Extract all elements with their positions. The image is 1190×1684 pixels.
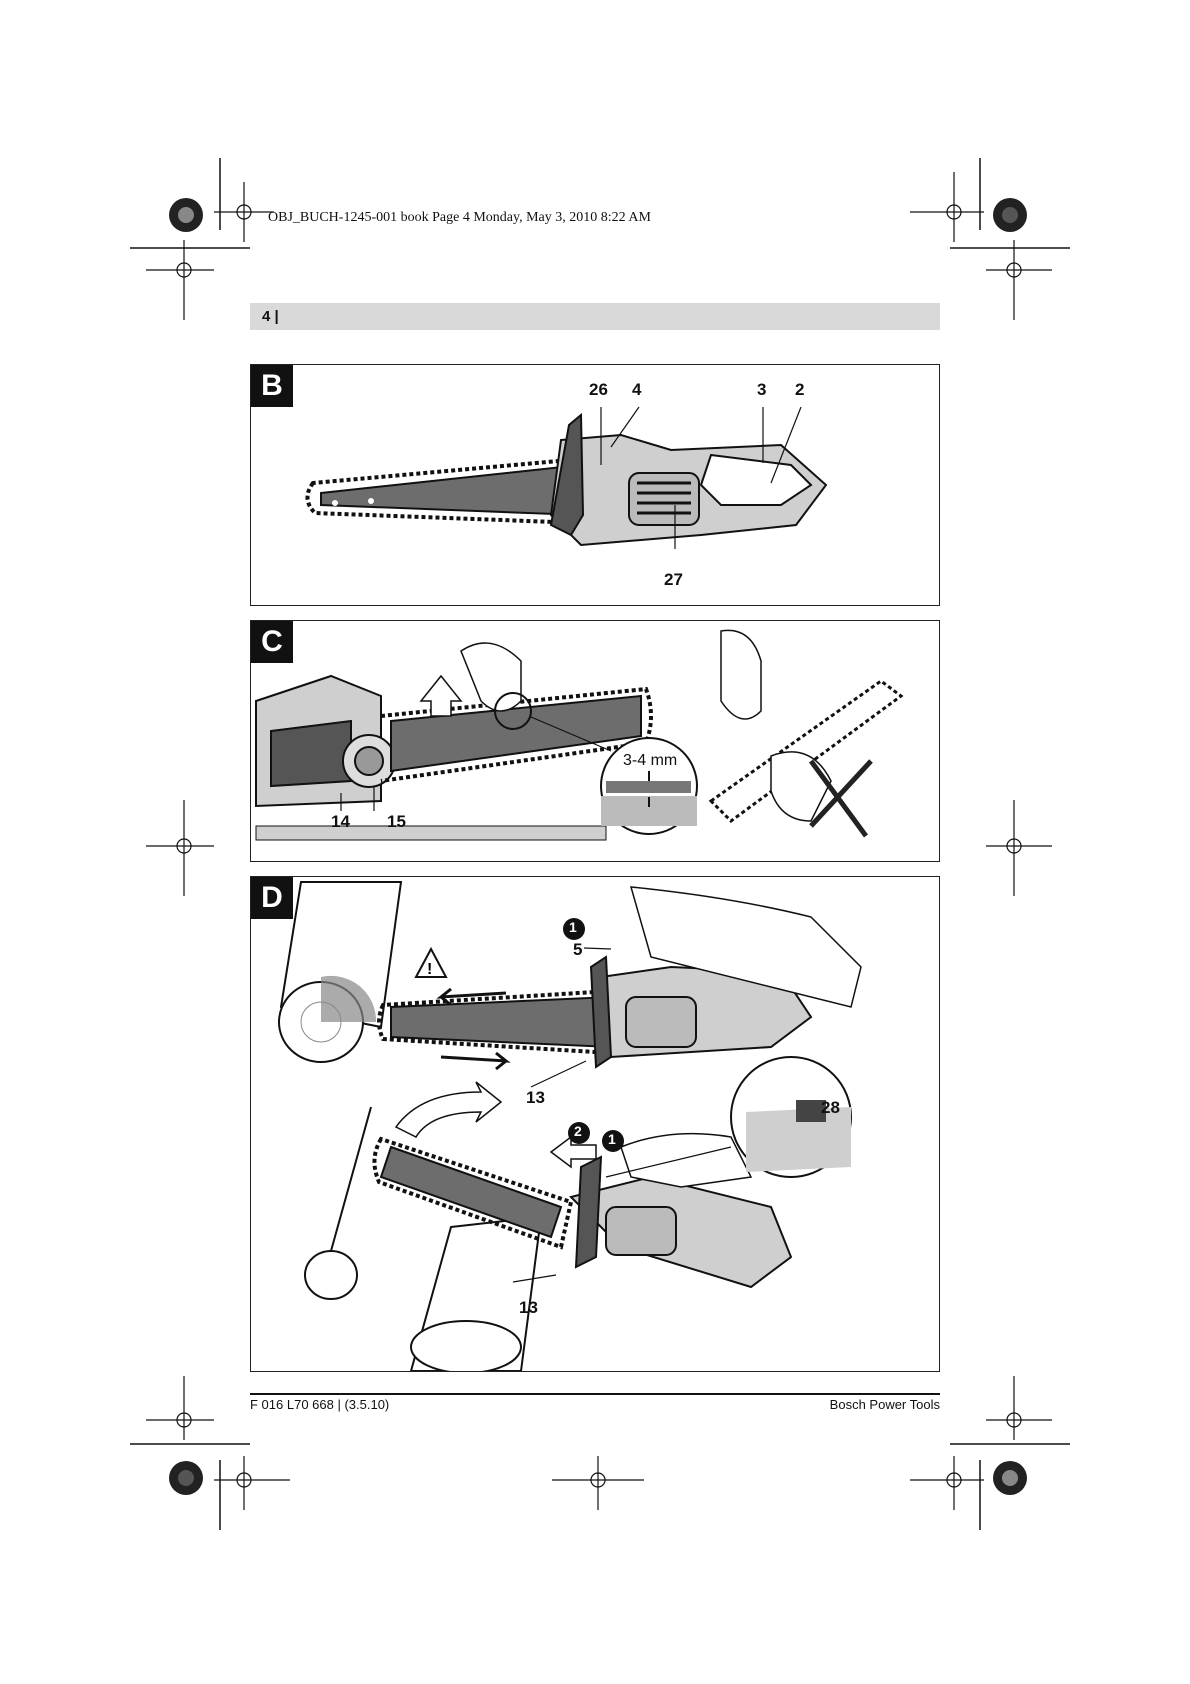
chain-sag-measure: 3-4 mm (623, 752, 678, 769)
chain-tension-illustration (255, 629, 904, 841)
callout-5: 5 (573, 940, 583, 959)
callout-26: 26 (589, 380, 608, 399)
figure-b-panel: B 26 4 3 2 27 (250, 364, 940, 606)
figure-c-label: C (251, 621, 293, 663)
callout-14: 14 (331, 812, 350, 831)
callout-4: 4 (632, 380, 642, 399)
figure-b-label: B (251, 365, 293, 407)
footer-rule (250, 1393, 940, 1395)
document-number: F 016 L70 668 | (3.5.10) (250, 1397, 390, 1412)
page-number: 4 | (262, 308, 279, 325)
callout-13-upper: 13 (526, 1088, 545, 1107)
callout-2: 2 (795, 380, 805, 399)
callout-15: 15 (387, 812, 406, 831)
figure-c-panel: C 14 15 3-4 mm (250, 620, 940, 862)
figure-d-label: D (251, 877, 293, 919)
chainsaw-side-view-illustration (305, 406, 828, 549)
callout-13-lower: 13 (519, 1298, 538, 1317)
callout-28: 28 (821, 1098, 840, 1117)
step-marker-1-lower: 1 (608, 1131, 616, 1147)
step-marker-1-upper: 1 (569, 919, 577, 935)
callout-27: 27 (664, 570, 683, 589)
kickback-illustration: ! (278, 881, 862, 1371)
step-marker-2: 2 (574, 1123, 582, 1139)
print-slug: OBJ_BUCH-1245-001 book Page 4 Monday, Ma… (268, 210, 651, 225)
brand-footer: Bosch Power Tools (829, 1397, 940, 1412)
svg-text:!: ! (427, 961, 432, 978)
callout-3: 3 (757, 380, 767, 399)
page-header-bar (250, 303, 940, 330)
figure-d-panel: ! D 5 (250, 876, 940, 1372)
